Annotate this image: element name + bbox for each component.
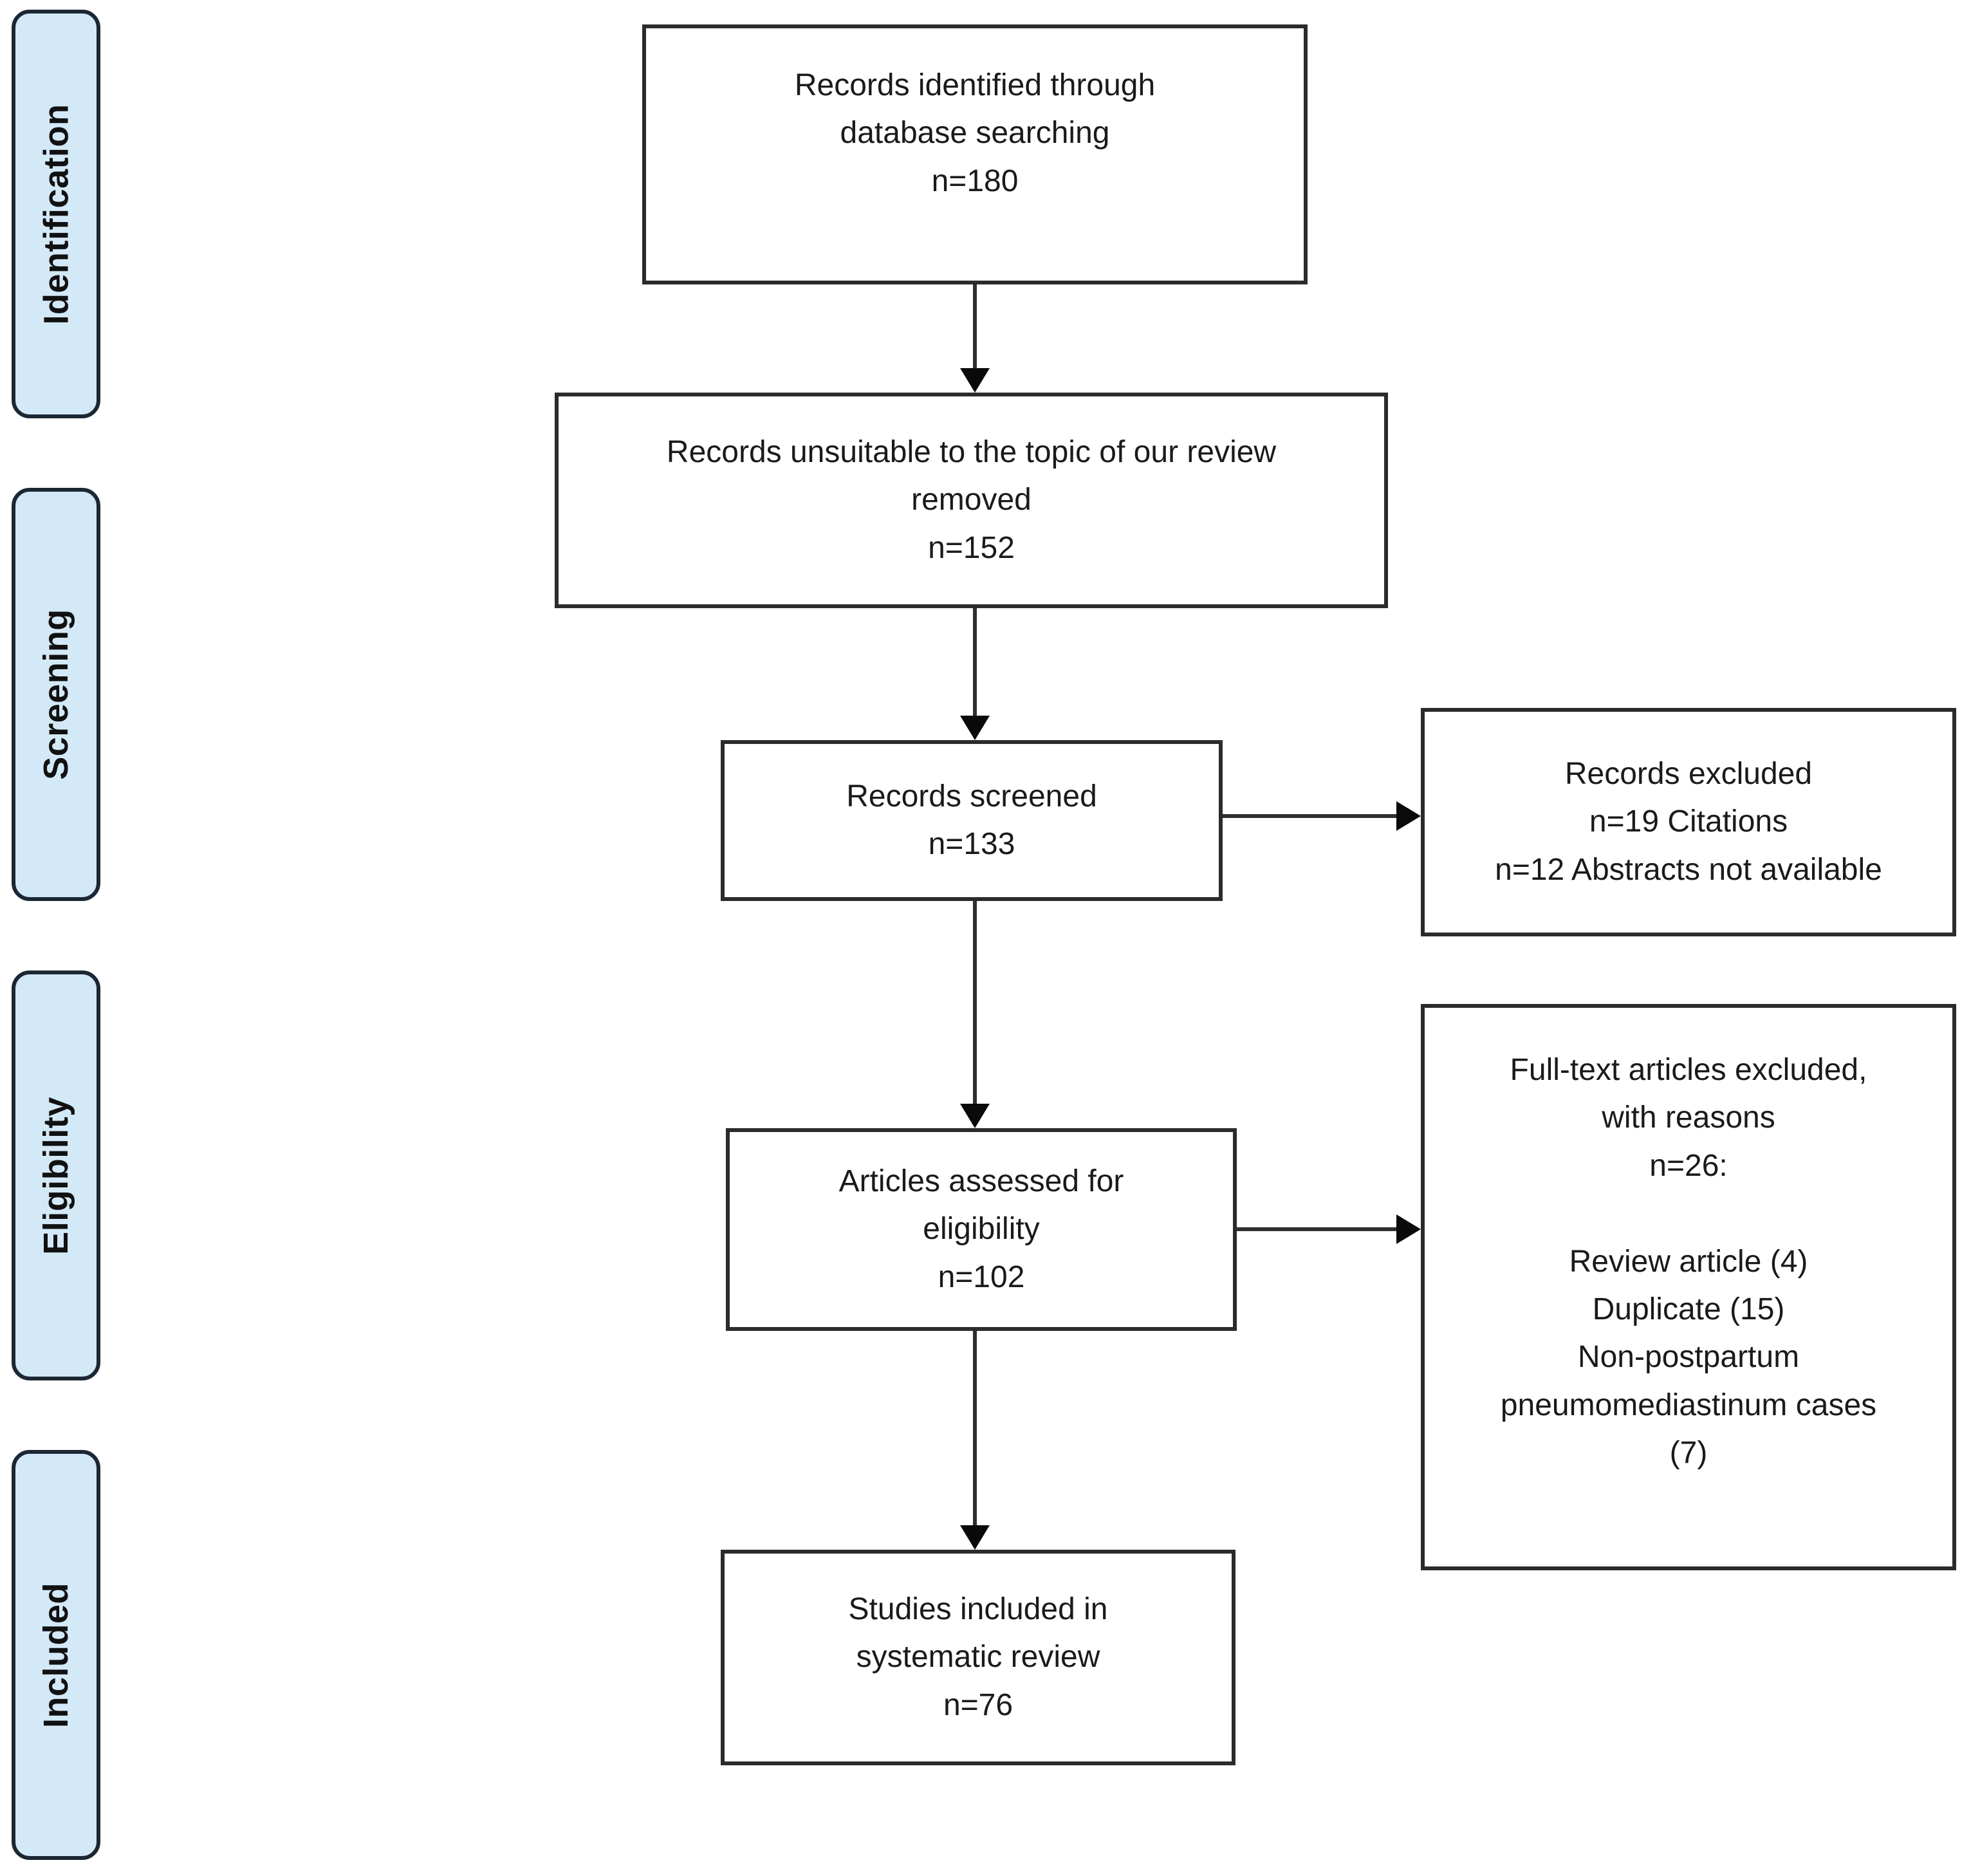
stage-label-included: Included xyxy=(12,1450,100,1860)
box-records-screened-text: Records screened n=133 xyxy=(846,779,1097,861)
box-articles-assessed-text: Articles assessed for eligibility n=102 xyxy=(838,1164,1124,1294)
box-fulltext-excluded: Full-text articles excluded, with reason… xyxy=(1421,1004,1956,1570)
arrowhead-down-icon xyxy=(960,716,990,740)
box-records-removed-text: Records unsuitable to the topic of our r… xyxy=(666,434,1277,565)
stage-label-eligibility-text: Eligibility xyxy=(37,1096,75,1255)
arrow-line xyxy=(973,608,977,717)
arrowhead-right-icon xyxy=(1396,801,1421,831)
box-fulltext-excluded-text: Full-text articles excluded, with reason… xyxy=(1500,1053,1877,1471)
arrow-line xyxy=(973,1331,977,1527)
arrowhead-down-icon xyxy=(960,1104,990,1128)
stage-label-included-text: Included xyxy=(37,1582,76,1728)
box-articles-assessed: Articles assessed for eligibility n=102 xyxy=(726,1128,1237,1331)
arrow-line xyxy=(973,284,977,369)
arrow-line xyxy=(1237,1227,1398,1231)
arrow-line xyxy=(973,901,977,1105)
box-records-identified-text: Records identified through database sear… xyxy=(794,68,1156,198)
arrowhead-right-icon xyxy=(1396,1214,1421,1244)
box-records-identified: Records identified through database sear… xyxy=(642,24,1308,284)
stage-label-screening: Screening xyxy=(12,488,100,901)
box-studies-included-text: Studies included in systematic review n=… xyxy=(848,1592,1108,1722)
stage-label-identification: Identification xyxy=(12,10,100,418)
stage-label-eligibility: Eligibility xyxy=(12,971,100,1380)
stage-label-identification-text: Identification xyxy=(37,104,75,324)
box-records-screened: Records screened n=133 xyxy=(721,740,1223,901)
arrow-line xyxy=(1223,814,1398,818)
box-records-removed: Records unsuitable to the topic of our r… xyxy=(555,393,1388,608)
arrowhead-down-icon xyxy=(960,1525,990,1550)
box-records-excluded: Records excluded n=19 Citations n=12 Abs… xyxy=(1421,708,1956,936)
stage-label-screening-text: Screening xyxy=(37,609,75,780)
arrowhead-down-icon xyxy=(960,368,990,393)
box-studies-included: Studies included in systematic review n=… xyxy=(721,1550,1235,1765)
box-records-excluded-text: Records excluded n=19 Citations n=12 Abs… xyxy=(1495,756,1882,887)
